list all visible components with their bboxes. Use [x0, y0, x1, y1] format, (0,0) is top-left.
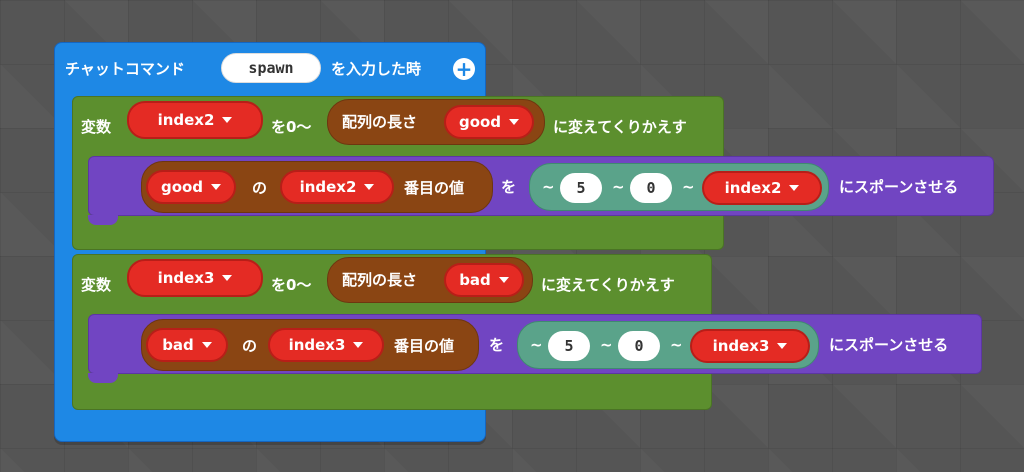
position-x-input[interactable]: 5	[548, 331, 590, 361]
value-label: 番目の値	[404, 179, 465, 197]
index-name: index3	[288, 336, 346, 354]
chevron-down-icon	[364, 184, 375, 190]
array-dropdown[interactable]: good	[444, 105, 534, 139]
array-dropdown[interactable]: bad	[444, 263, 524, 297]
add-param-icon[interactable]: +	[453, 58, 475, 80]
loop-range-label: を0〜	[271, 118, 312, 136]
of-label: の	[242, 337, 258, 355]
spawn-block-2[interactable]: bad の index3 番目の値 を ~ 5 ~ 0 ~ index3 にスポ…	[88, 314, 982, 383]
loop-suffix: に変えてくりかえす	[553, 118, 687, 136]
event-label-before: チャットコマンド	[65, 60, 185, 78]
spawn-action-label: にスポーンさせる	[839, 178, 959, 196]
position-block[interactable]: ~ 5 ~ 0 ~ index3	[517, 321, 819, 369]
array-length-block[interactable]: 配列の長さ good	[327, 99, 545, 145]
chevron-down-icon	[509, 119, 520, 125]
array-name: good	[458, 113, 502, 131]
tilde-y: ~	[612, 178, 625, 196]
position-x-input[interactable]: 5	[560, 173, 602, 203]
wo-label: を	[489, 336, 505, 354]
loop-var-dropdown[interactable]: index3	[127, 259, 263, 297]
position-z-dropdown[interactable]: index2	[702, 171, 822, 205]
loop-var-name: index2	[157, 111, 215, 129]
index-dropdown[interactable]: index2	[280, 170, 394, 204]
position-y-input[interactable]: 0	[630, 173, 672, 203]
spawn-action-label: にスポーンさせる	[829, 336, 949, 354]
array-get-block[interactable]: bad の index3 番目の値	[141, 319, 479, 371]
chevron-down-icon	[222, 275, 233, 281]
spawn-block-1[interactable]: good の index2 番目の値 を ~ 5 ~ 0 ~ index2 にス…	[88, 156, 994, 225]
event-label-after: を入力した時	[331, 60, 422, 78]
tilde-z: ~	[682, 178, 695, 196]
chevron-down-icon	[211, 184, 222, 190]
tilde-y: ~	[600, 336, 613, 354]
position-block[interactable]: ~ 5 ~ 0 ~ index2	[529, 163, 829, 211]
tilde-x: ~	[530, 336, 543, 354]
chevron-down-icon	[353, 342, 364, 348]
chevron-down-icon	[498, 277, 509, 283]
of-label: の	[252, 179, 268, 197]
chevron-down-icon	[777, 343, 788, 349]
position-z-name: index2	[724, 179, 782, 197]
array-dropdown[interactable]: bad	[146, 328, 228, 362]
array-name: good	[160, 178, 204, 196]
position-y-input[interactable]: 0	[618, 331, 660, 361]
array-length-label: 配列の長さ	[342, 113, 418, 131]
tilde-x: ~	[542, 178, 555, 196]
value-label: 番目の値	[394, 337, 455, 355]
position-z-name: index3	[712, 337, 770, 355]
loop-var-label: 変数	[81, 118, 112, 136]
array-name: bad	[162, 336, 194, 354]
chevron-down-icon	[201, 342, 212, 348]
array-length-label: 配列の長さ	[342, 271, 418, 289]
tilde-z: ~	[670, 336, 683, 354]
array-length-block[interactable]: 配列の長さ bad	[327, 257, 533, 303]
loop-suffix: に変えてくりかえす	[541, 276, 675, 294]
command-input[interactable]: spawn	[221, 53, 321, 83]
loop-var-label: 変数	[81, 276, 112, 294]
array-get-block[interactable]: good の index2 番目の値	[141, 161, 493, 213]
loop-var-dropdown[interactable]: index2	[127, 101, 263, 139]
chevron-down-icon	[789, 185, 800, 191]
index-dropdown[interactable]: index3	[268, 328, 384, 362]
wo-label: を	[501, 178, 517, 196]
index-name: index2	[299, 178, 357, 196]
array-dropdown[interactable]: good	[146, 170, 236, 204]
array-name: bad	[459, 271, 491, 289]
position-z-dropdown[interactable]: index3	[690, 329, 810, 363]
chevron-down-icon	[222, 117, 233, 123]
loop-range-label: を0〜	[271, 276, 312, 294]
loop-var-name: index3	[157, 269, 215, 287]
